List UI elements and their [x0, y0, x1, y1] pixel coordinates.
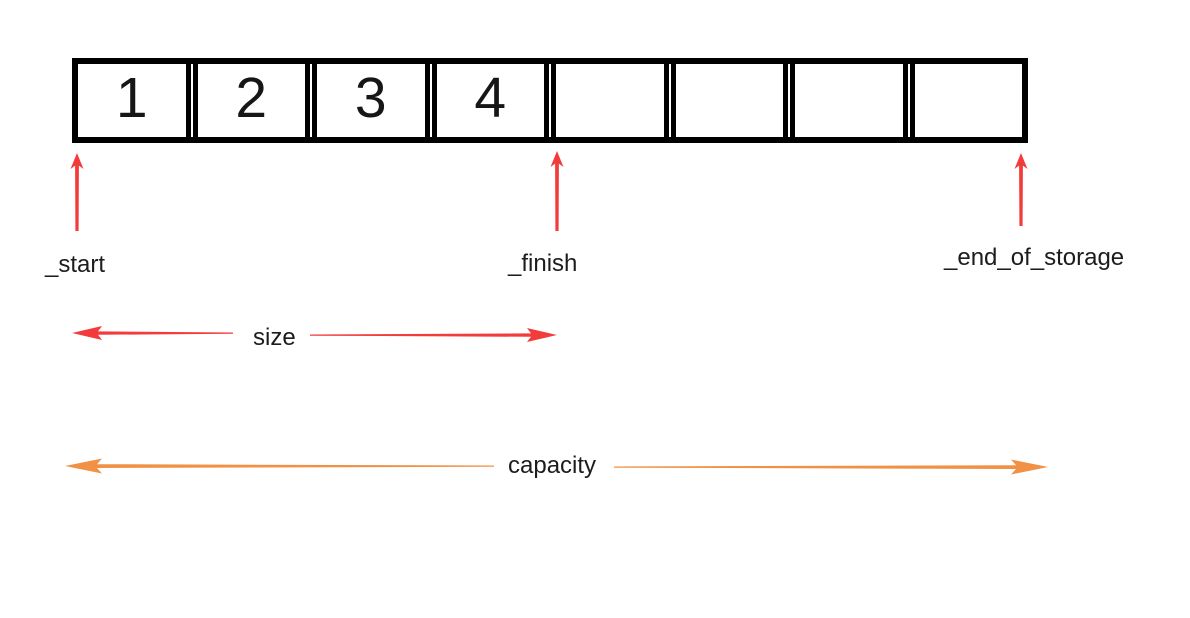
end-of-storage-pointer-arrow-icon — [1014, 153, 1028, 226]
array-cell: 2 — [192, 64, 310, 137]
capacity-span-label: capacity — [508, 452, 597, 479]
array-cell — [790, 64, 908, 137]
capacity-span-arrow-right-icon — [614, 459, 1048, 475]
array-cell — [909, 64, 1022, 137]
array-cell — [551, 64, 669, 137]
size-span-arrow-right-icon — [310, 328, 557, 342]
size-span-arrow-left-icon — [72, 326, 233, 340]
start-pointer-label: _start — [45, 251, 106, 278]
finish-pointer-arrow-icon — [550, 151, 564, 231]
capacity-span-arrow-left-icon — [65, 458, 494, 474]
start-pointer-arrow-icon — [70, 153, 84, 231]
array-cell — [670, 64, 788, 137]
end-of-storage-pointer-label: _end_of_storage — [944, 244, 1125, 271]
array-cell: 3 — [312, 64, 430, 137]
array-cell: 4 — [431, 64, 549, 137]
finish-pointer-label: _finish — [508, 250, 578, 277]
size-span-label: size — [253, 324, 296, 351]
array-cell: 1 — [78, 64, 191, 137]
